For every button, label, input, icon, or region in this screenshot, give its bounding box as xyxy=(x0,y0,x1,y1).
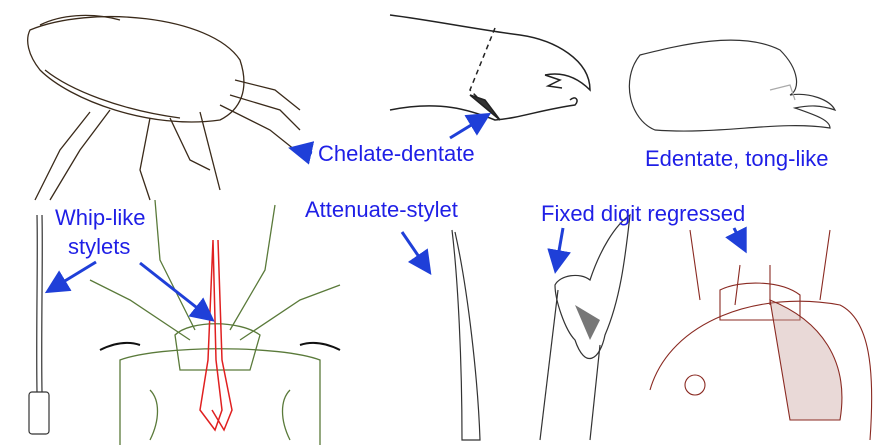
arrows xyxy=(44,112,747,322)
gnathosoma-drawing xyxy=(649,229,873,441)
label-whip-line2: stylets xyxy=(68,234,131,259)
edentate-drawing xyxy=(628,39,837,132)
attenuate-stylet-drawing xyxy=(451,229,481,441)
label-whip-line1: Whip-like xyxy=(55,205,146,230)
arrow-chelate-dentate xyxy=(449,112,492,140)
label-chelate-dentate: Chelate-dentate xyxy=(318,141,475,166)
arrow-fixed-digit-left xyxy=(547,227,571,274)
label-fixed-digit: Fixed digit regressed xyxy=(541,201,746,226)
arrow-fixed-digit-right xyxy=(725,226,747,254)
arrow-whip-left xyxy=(44,260,97,294)
label-edentate: Edentate, tong-like xyxy=(645,146,829,171)
label-attenuate: Attenuate-stylet xyxy=(305,197,458,222)
chelate-dentate-drawing xyxy=(389,14,591,121)
fixed-digit-regressed-drawing xyxy=(539,213,631,441)
whip-stylet-drawing xyxy=(28,214,50,435)
mite-lateral-drawing xyxy=(27,14,301,201)
arrow-attenuate xyxy=(400,231,432,275)
red-stylets xyxy=(199,239,233,432)
arrow-whip-right xyxy=(139,261,215,322)
arrow-chelate-body xyxy=(288,141,315,165)
mite-ventral-drawing xyxy=(89,199,341,445)
